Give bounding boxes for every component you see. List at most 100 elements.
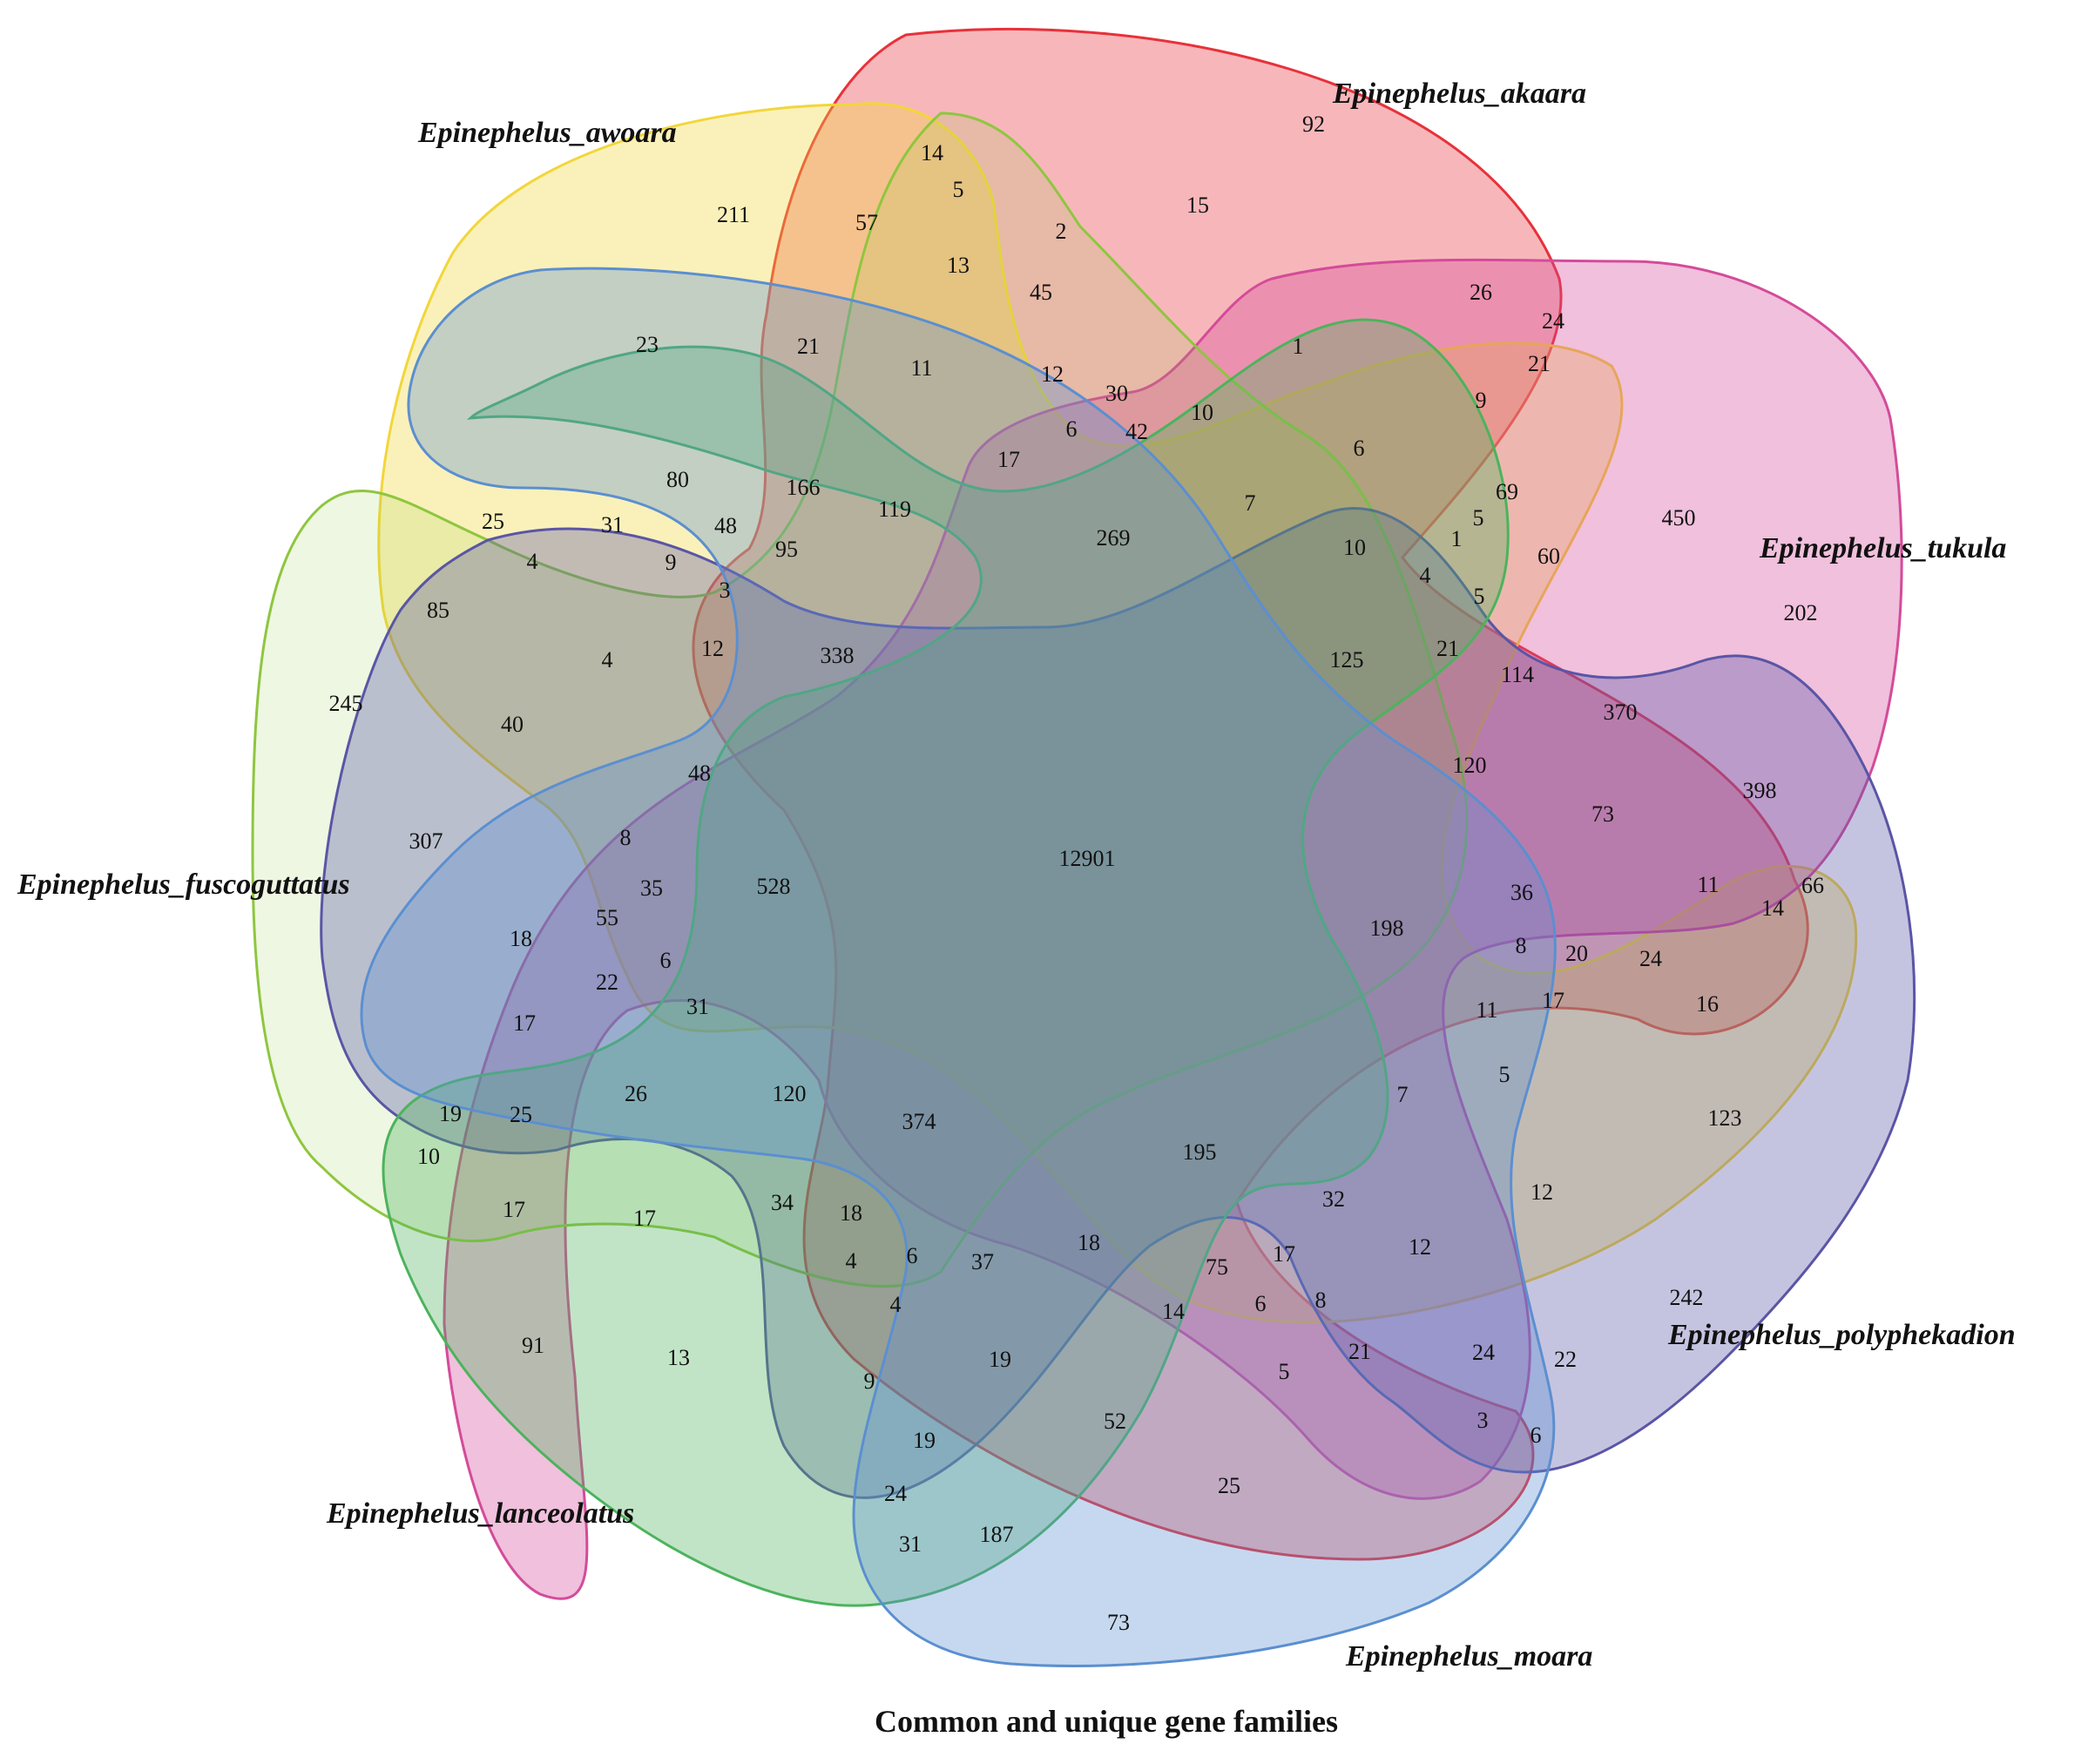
region-count: 398 bbox=[1743, 778, 1777, 803]
region-count: 52 bbox=[1104, 1409, 1126, 1434]
region-count: 1 bbox=[1293, 334, 1304, 359]
region-count: 9 bbox=[1476, 388, 1487, 413]
region-count: 45 bbox=[1030, 280, 1052, 305]
region-count: 20 bbox=[1565, 941, 1588, 966]
region-count: 60 bbox=[1537, 544, 1560, 569]
region-count: 22 bbox=[1554, 1347, 1577, 1372]
region-count: 4 bbox=[527, 549, 538, 574]
region-count: 13 bbox=[947, 253, 970, 278]
region-count: 195 bbox=[1183, 1139, 1217, 1165]
region-count: 123 bbox=[1708, 1105, 1742, 1131]
region-count: 9 bbox=[864, 1369, 875, 1394]
region-count: 18 bbox=[1078, 1230, 1100, 1255]
region-count: 166 bbox=[787, 475, 821, 500]
region-count: 35 bbox=[640, 875, 663, 901]
region-count: 6 bbox=[907, 1243, 918, 1268]
region-count: 25 bbox=[482, 509, 504, 534]
region-count: 25 bbox=[1218, 1473, 1240, 1498]
region-count: 4 bbox=[602, 647, 613, 672]
set-shape-fuscoguttatus bbox=[251, 112, 1469, 1288]
region-count: 69 bbox=[1496, 479, 1518, 504]
region-count: 370 bbox=[1604, 700, 1638, 725]
region-count: 26 bbox=[625, 1081, 647, 1106]
region-count: 13 bbox=[667, 1345, 690, 1370]
region-count: 31 bbox=[686, 994, 709, 1019]
region-count: 5 bbox=[1474, 584, 1485, 609]
region-count: 5 bbox=[1279, 1359, 1290, 1384]
region-count: 21 bbox=[1528, 351, 1551, 376]
region-count: 34 bbox=[771, 1190, 794, 1215]
region-count: 16 bbox=[1696, 991, 1719, 1017]
region-count: 242 bbox=[1670, 1285, 1704, 1310]
region-count: 17 bbox=[997, 447, 1020, 472]
region-count: 120 bbox=[1453, 753, 1487, 778]
set-label-epinephelus_awoara: Epinephelus_awoara bbox=[417, 117, 677, 149]
region-count: 12 bbox=[701, 636, 724, 661]
region-count: 338 bbox=[821, 643, 855, 668]
region-count: 10 bbox=[1191, 400, 1213, 425]
region-count: 5 bbox=[953, 177, 964, 202]
region-count: 21 bbox=[1348, 1339, 1371, 1364]
region-count: 75 bbox=[1206, 1254, 1228, 1280]
region-count: 3 bbox=[720, 578, 731, 603]
region-count: 22 bbox=[596, 970, 618, 995]
region-count: 55 bbox=[596, 905, 618, 930]
region-count: 211 bbox=[717, 202, 750, 227]
region-count: 4 bbox=[1420, 563, 1431, 588]
region-count: 6 bbox=[1531, 1423, 1542, 1448]
region-count: 12901 bbox=[1059, 846, 1116, 871]
region-count: 19 bbox=[989, 1347, 1011, 1372]
region-count: 6 bbox=[1066, 416, 1078, 442]
region-count: 450 bbox=[1662, 505, 1696, 531]
region-count: 18 bbox=[840, 1200, 862, 1226]
region-count: 3 bbox=[1477, 1408, 1489, 1433]
region-count: 307 bbox=[409, 828, 443, 854]
set-shape-moara bbox=[360, 267, 1557, 1667]
region-count: 40 bbox=[501, 712, 524, 737]
region-count: 11 bbox=[1476, 997, 1497, 1023]
region-count: 269 bbox=[1097, 525, 1131, 551]
region-count: 120 bbox=[773, 1081, 807, 1106]
region-count: 21 bbox=[797, 334, 820, 359]
set-shapes bbox=[251, 28, 1916, 1667]
region-count: 17 bbox=[1273, 1241, 1295, 1267]
region-count: 187 bbox=[980, 1522, 1014, 1547]
region-count: 12 bbox=[1041, 362, 1064, 387]
region-count: 57 bbox=[855, 210, 878, 235]
region-count: 32 bbox=[1322, 1186, 1345, 1212]
region-count: 114 bbox=[1501, 662, 1534, 687]
region-count: 198 bbox=[1370, 916, 1404, 941]
set-label-epinephelus_akaara: Epinephelus_akaara bbox=[1332, 78, 1586, 110]
region-count: 14 bbox=[1761, 896, 1784, 921]
region-count: 6 bbox=[1255, 1291, 1267, 1316]
region-count: 21 bbox=[1436, 636, 1459, 661]
figure-title: Common and unique gene families bbox=[875, 1704, 1338, 1739]
region-count: 73 bbox=[1107, 1610, 1130, 1635]
region-count: 66 bbox=[1801, 873, 1824, 898]
region-count: 37 bbox=[971, 1249, 994, 1274]
region-count: 12 bbox=[1409, 1234, 1431, 1260]
region-count: 17 bbox=[513, 1010, 536, 1036]
region-count: 5 bbox=[1499, 1062, 1510, 1087]
region-count: 7 bbox=[1245, 490, 1256, 516]
region-count: 202 bbox=[1784, 600, 1818, 625]
region-count: 6 bbox=[1354, 436, 1365, 461]
region-count: 528 bbox=[757, 874, 791, 899]
region-count: 12 bbox=[1531, 1179, 1553, 1205]
set-shape-lanceolatus bbox=[382, 318, 1510, 1607]
region-count: 2 bbox=[1056, 219, 1067, 244]
region-count: 14 bbox=[921, 140, 943, 166]
region-count: 245 bbox=[329, 691, 363, 716]
set-label-epinephelus_moara: Epinephelus_moara bbox=[1345, 1640, 1592, 1673]
region-count: 5 bbox=[1473, 505, 1484, 531]
region-count: 24 bbox=[884, 1481, 907, 1506]
set-label-epinephelus_tukula: Epinephelus_tukula bbox=[1759, 532, 2006, 564]
region-count: 24 bbox=[1542, 308, 1564, 334]
region-count: 24 bbox=[1639, 946, 1662, 971]
region-count: 125 bbox=[1330, 647, 1364, 672]
region-count: 17 bbox=[503, 1197, 525, 1222]
region-count: 119 bbox=[878, 497, 911, 522]
set-label-epinephelus_fuscoguttatus: Epinephelus_fuscoguttatus bbox=[17, 868, 350, 901]
